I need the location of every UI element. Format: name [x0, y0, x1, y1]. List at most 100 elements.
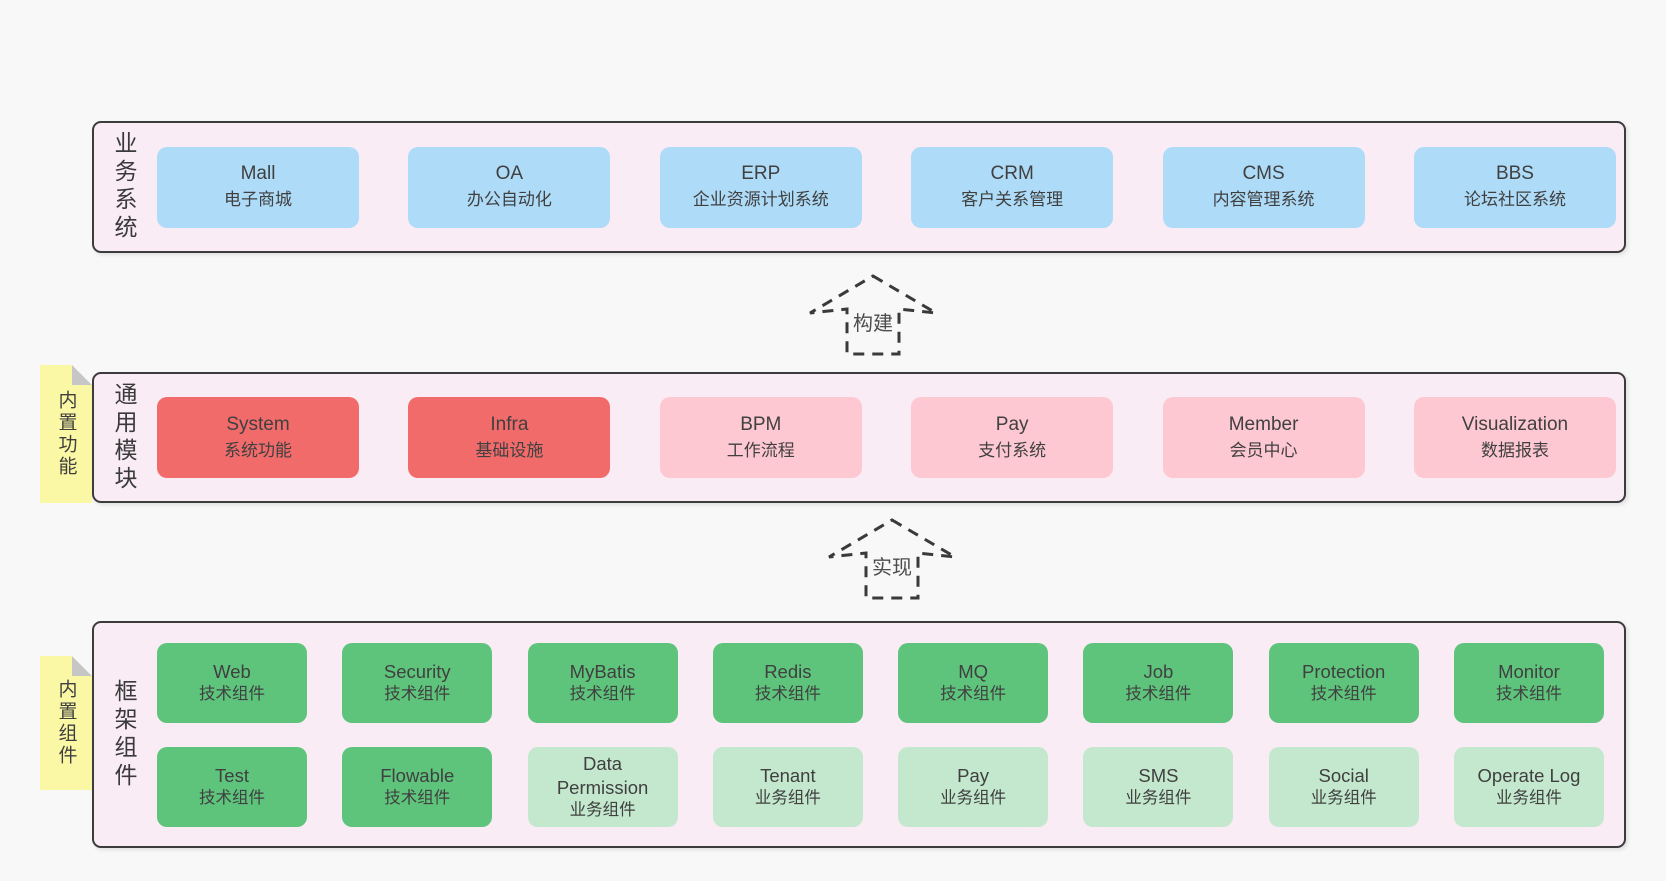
- layer-framework-components: 框架组件 Web 技术组件 Security 技术组件 MyBatis: [92, 621, 1626, 848]
- layer-title-business: 业务系统: [111, 131, 137, 243]
- box-title: Monitor: [1498, 660, 1560, 682]
- box-title: Pay: [957, 764, 990, 786]
- box-subtitle: 技术组件: [754, 684, 821, 703]
- diagram-box: ERP 企业资源计划系统: [659, 146, 862, 228]
- box-subtitle: 业务组件: [1125, 788, 1192, 807]
- box-title: OA: [495, 163, 524, 185]
- box-title: System: [226, 413, 290, 435]
- diagram-box: Monitor 技术组件: [1453, 642, 1604, 723]
- box-subtitle: 技术组件: [569, 684, 636, 703]
- arrow-outline: [809, 274, 937, 356]
- box-title: Protection: [1302, 660, 1386, 682]
- layer-title-components: 框架组件: [111, 678, 137, 791]
- box-subtitle: 基础设施: [475, 440, 544, 460]
- box-title: Web: [213, 660, 251, 682]
- diagram-box: Visualization 数据报表: [1413, 397, 1616, 478]
- arrow-label: 实现: [872, 556, 912, 579]
- box-subtitle: 技术组件: [940, 684, 1007, 703]
- diagram-box: Social 业务组件: [1268, 746, 1419, 827]
- box-title: Member: [1228, 413, 1299, 435]
- box-title: Visualization: [1461, 413, 1569, 435]
- components-box-row-1: Web 技术组件 Security 技术组件 MyBatis 技术组件: [157, 642, 1604, 723]
- dashed-up-arrow-build: 构建: [809, 274, 937, 356]
- box-title: Job: [1143, 660, 1174, 682]
- box-subtitle: 技术组件: [199, 788, 265, 807]
- diagram-box: Redis 技术组件: [712, 642, 863, 723]
- diagram-box: Pay 支付系统: [911, 397, 1114, 478]
- components-box-row-2: Test 技术组件 Flowable 技术组件 Data Permission …: [157, 746, 1604, 827]
- box-subtitle: 业务组件: [569, 800, 636, 819]
- diagram-box: Member 会员中心: [1162, 397, 1365, 478]
- box-subtitle: 技术组件: [384, 684, 451, 703]
- box-subtitle: 支付系统: [978, 440, 1047, 460]
- box-subtitle: 办公自动化: [466, 190, 552, 210]
- modules-box-row: System 系统功能 Infra 基础设施 BPM 工作流程 Pay 支付系统: [141, 374, 1624, 501]
- box-title: Test: [215, 764, 249, 786]
- box-title: Infra: [490, 413, 529, 435]
- box-title: SMS: [1138, 764, 1179, 786]
- box-title: Flowable: [380, 764, 455, 786]
- box-subtitle: 技术组件: [199, 684, 265, 703]
- box-subtitle: 工作流程: [726, 440, 795, 460]
- box-subtitle: 会员中心: [1229, 440, 1298, 460]
- folded-corner-icon: [72, 365, 92, 385]
- box-title: BBS: [1495, 163, 1534, 185]
- box-subtitle: 业务组件: [940, 788, 1007, 807]
- diagram-box: Job 技术组件: [1083, 642, 1234, 723]
- box-title: Data Permission: [556, 752, 649, 798]
- diagram-box: Operate Log 业务组件: [1453, 746, 1604, 827]
- box-subtitle: 系统功能: [224, 440, 292, 460]
- box-title: BPM: [740, 413, 782, 435]
- box-subtitle: 技术组件: [1495, 684, 1562, 703]
- diagram-box: Mall 电子商城: [157, 146, 359, 228]
- business-box-row: Mall 电子商城 OA 办公自动化 ERP 企业资源计划系统 CRM 客户关系…: [141, 123, 1624, 251]
- sticky-note-builtin-components: 内置组件: [40, 656, 92, 790]
- arrow-outline: [828, 518, 956, 600]
- box-subtitle: 电子商城: [224, 190, 292, 210]
- components-rows: Web 技术组件 Security 技术组件 MyBatis 技术组件: [141, 623, 1624, 846]
- diagram-box: Data Permission 业务组件: [527, 746, 678, 827]
- diagram-box: OA 办公自动化: [408, 146, 611, 228]
- diagram-box: Flowable 技术组件: [342, 746, 493, 827]
- box-title: CMS: [1242, 163, 1285, 185]
- box-subtitle: 技术组件: [384, 788, 451, 807]
- box-title: CRM: [990, 163, 1034, 185]
- box-subtitle: 企业资源计划系统: [692, 190, 829, 210]
- layer-business-systems: 业务系统 Mall 电子商城 OA 办公自动化 ERP 企业资源计划系统: [92, 121, 1626, 253]
- diagram-box: Infra 基础设施: [408, 397, 611, 478]
- folded-corner-icon: [72, 656, 92, 676]
- box-title: Mall: [240, 163, 276, 185]
- diagram-box: Pay 业务组件: [898, 746, 1049, 827]
- box-subtitle: 技术组件: [1125, 684, 1192, 703]
- diagram-box: SMS 业务组件: [1083, 746, 1234, 827]
- diagram-box: MyBatis 技术组件: [527, 642, 678, 723]
- diagram-box: Security 技术组件: [342, 642, 493, 723]
- box-title: Security: [383, 660, 451, 682]
- box-title: MQ: [958, 660, 989, 682]
- diagram-box: Test 技术组件: [157, 746, 307, 827]
- dashed-up-arrow-implement: 实现: [828, 518, 956, 600]
- box-title: Tenant: [760, 764, 816, 786]
- box-subtitle: 客户关系管理: [961, 190, 1064, 210]
- diagram-box: Web 技术组件: [157, 642, 307, 723]
- diagram-box: MQ 技术组件: [898, 642, 1049, 723]
- diagram-box: Tenant 业务组件: [712, 746, 863, 827]
- box-title: Pay: [995, 413, 1029, 435]
- diagram-box: Protection 技术组件: [1268, 642, 1419, 723]
- box-subtitle: 业务组件: [1495, 788, 1562, 807]
- diagram-box: BBS 论坛社区系统: [1413, 146, 1616, 228]
- note-label: 内置功能: [55, 390, 77, 478]
- layer-common-modules: 通用模块 System 系统功能 Infra 基础设施 BPM 工作流程: [92, 372, 1626, 503]
- diagram-box: CMS 内容管理系统: [1162, 146, 1365, 228]
- box-title: Redis: [764, 660, 812, 682]
- box-subtitle: 业务组件: [1310, 788, 1377, 807]
- box-subtitle: 论坛社区系统: [1463, 190, 1566, 210]
- diagram-box: CRM 客户关系管理: [911, 146, 1114, 228]
- note-label: 内置组件: [55, 679, 77, 767]
- box-title: MyBatis: [569, 660, 636, 682]
- box-subtitle: 技术组件: [1310, 684, 1377, 703]
- box-subtitle: 内容管理系统: [1212, 190, 1315, 210]
- box-title: Operate Log: [1477, 764, 1581, 786]
- diagram-box: System 系统功能: [157, 397, 359, 478]
